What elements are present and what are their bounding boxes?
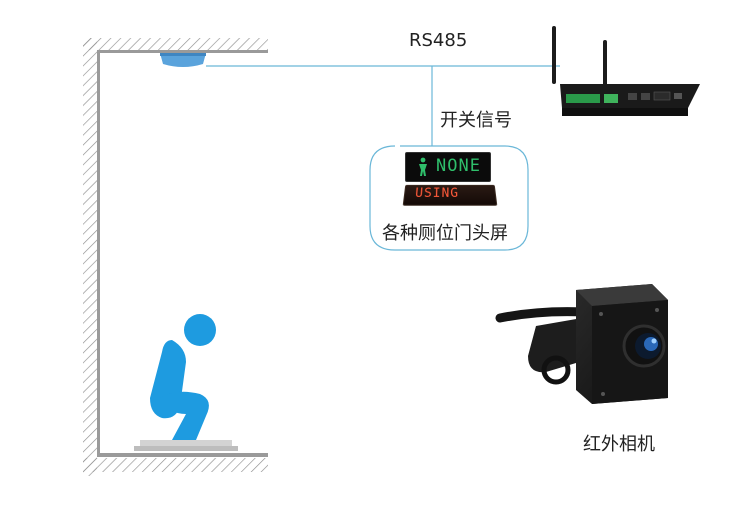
door-display-occupied: USING [402, 184, 498, 206]
label-door-screens: 各种厕位门头屏 [382, 223, 508, 244]
person-figure-icon [419, 157, 427, 176]
door-display-vacant-text: NONE [436, 156, 481, 176]
door-display-vacant: NONE [405, 152, 491, 182]
label-ir-camera: 红外相机 [583, 434, 655, 455]
ir-camera-icon [495, 284, 668, 404]
label-rs485: RS485 [409, 30, 468, 51]
connection-lines [206, 65, 560, 251]
squatting-person-icon [134, 314, 238, 451]
label-switch-signal: 开关信号 [440, 110, 512, 131]
door-screens-frame [369, 145, 529, 251]
door-display-occupied-text: USING [414, 186, 460, 201]
ceiling-sensor-icon [160, 53, 206, 67]
gateway-router-icon [552, 26, 700, 116]
wall-structure [83, 38, 268, 476]
